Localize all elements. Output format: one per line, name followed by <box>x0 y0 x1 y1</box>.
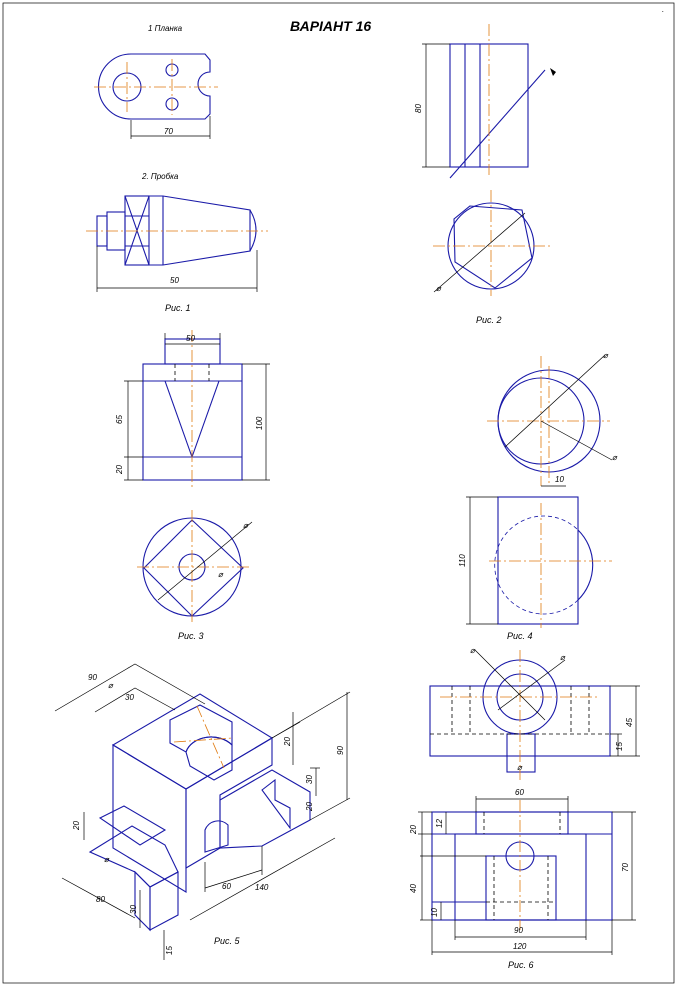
fig6-dim-60: 60 <box>515 788 524 797</box>
fig5-caption: Рис. 5 <box>214 936 241 946</box>
fig3-dim-50: 50 <box>186 334 195 343</box>
fig6-diameter-label-1: ⌀ <box>470 646 476 655</box>
fig6-dim-40: 40 <box>409 884 418 893</box>
fig1-dim-70: 70 <box>164 127 173 136</box>
fig4-dim-10: 10 <box>555 475 564 484</box>
fig6-dim-45: 45 <box>625 718 634 727</box>
fig6-dim-12: 12 <box>435 819 444 828</box>
fig4-diameter-label-top: ⌀ <box>603 351 609 360</box>
fig2-diameter-label: ⌀ <box>436 284 442 293</box>
fig5-dim-140: 140 <box>255 883 269 892</box>
fig4-dim-110: 110 <box>458 554 467 567</box>
fig5-diameter-label-1: ⌀ <box>108 681 114 690</box>
fig5-dim-20a: 20 <box>283 737 292 747</box>
fig4-front-rect <box>497 496 579 625</box>
fig5-dim-30a: 30 <box>125 693 134 702</box>
fig6-dim-120: 120 <box>513 942 527 951</box>
fig5-isometric: 90 30 ⌀ 20 90 30 20 20 ⌀ 80 30 15 60 140… <box>54 663 351 960</box>
fig6-dim-90: 90 <box>514 926 523 935</box>
corner-mark: . <box>662 5 664 14</box>
fig6-caption: Рис. 6 <box>508 960 534 970</box>
fig5-dim-30c: 30 <box>129 905 138 914</box>
fig3-dim-20: 20 <box>115 465 124 475</box>
fig6-dim-70: 70 <box>621 863 630 872</box>
fig1-plug: 2. Пробка 50 Рис. 1 <box>86 172 268 313</box>
fig5-dim-30b: 30 <box>305 775 314 784</box>
fig6-diameter-label-3: ⌀ <box>517 763 523 772</box>
fig5-dim-15: 15 <box>165 946 174 955</box>
fig3-dim-65: 65 <box>115 415 124 424</box>
fig4-caption: Рис. 4 <box>507 631 533 641</box>
fig2-dim-80: 80 <box>414 104 423 113</box>
fig1-plate: 1 Планка 70 <box>94 24 218 139</box>
fig2: 80 ⌀ Рис. 2 <box>414 24 556 325</box>
fig2-arrow-icon <box>550 68 556 76</box>
fig6-dim-20: 20 <box>409 825 418 835</box>
fig6-dim-10: 10 <box>430 908 439 917</box>
fig6-diameter-label-2: ⌀ <box>560 653 566 662</box>
fig1-dim-50: 50 <box>170 276 179 285</box>
fig4-diameter-label-bottom: ⌀ <box>612 453 618 462</box>
fig3-caption: Рис. 3 <box>178 631 204 641</box>
fig1-caption: Рис. 1 <box>165 303 191 313</box>
fig2-cut-line <box>449 69 546 179</box>
fig5-diameter-label-2: ⌀ <box>104 855 110 864</box>
fig6-front-rect <box>431 811 613 921</box>
fig4: ⌀ ⌀ 10 110 Рис. 4 <box>458 351 618 641</box>
fig6: ⌀ ⌀ ⌀ 45 15 60 20 12 4 <box>409 646 640 970</box>
fig3-dim-100: 100 <box>255 416 264 430</box>
fig5-dim-80: 80 <box>96 895 105 904</box>
fig5-dim-20b: 20 <box>305 802 314 812</box>
plate-outline <box>97 53 211 120</box>
fig3-diameter-label-inner: ⌀ <box>218 570 224 579</box>
fig5-dim-60: 60 <box>222 882 231 891</box>
fig3: 50 65 20 100 ⌀ ⌀ Рис. 3 <box>115 330 270 641</box>
fig2-caption: Рис. 2 <box>476 315 502 325</box>
fig2-polygon <box>453 205 533 289</box>
fig6-dim-15: 15 <box>615 742 624 751</box>
sheet-title: ВАРІАНТ 16 <box>290 18 371 34</box>
fig3-diameter-label-outer: ⌀ <box>243 521 249 530</box>
fig5-dim-90b: 90 <box>336 746 345 755</box>
fig1-part2-label: 2. Пробка <box>141 172 179 181</box>
fig5-dim-90a: 90 <box>88 673 97 682</box>
fig1-part1-label: 1 Планка <box>148 24 183 33</box>
fig5-dim-20c: 20 <box>72 821 81 831</box>
